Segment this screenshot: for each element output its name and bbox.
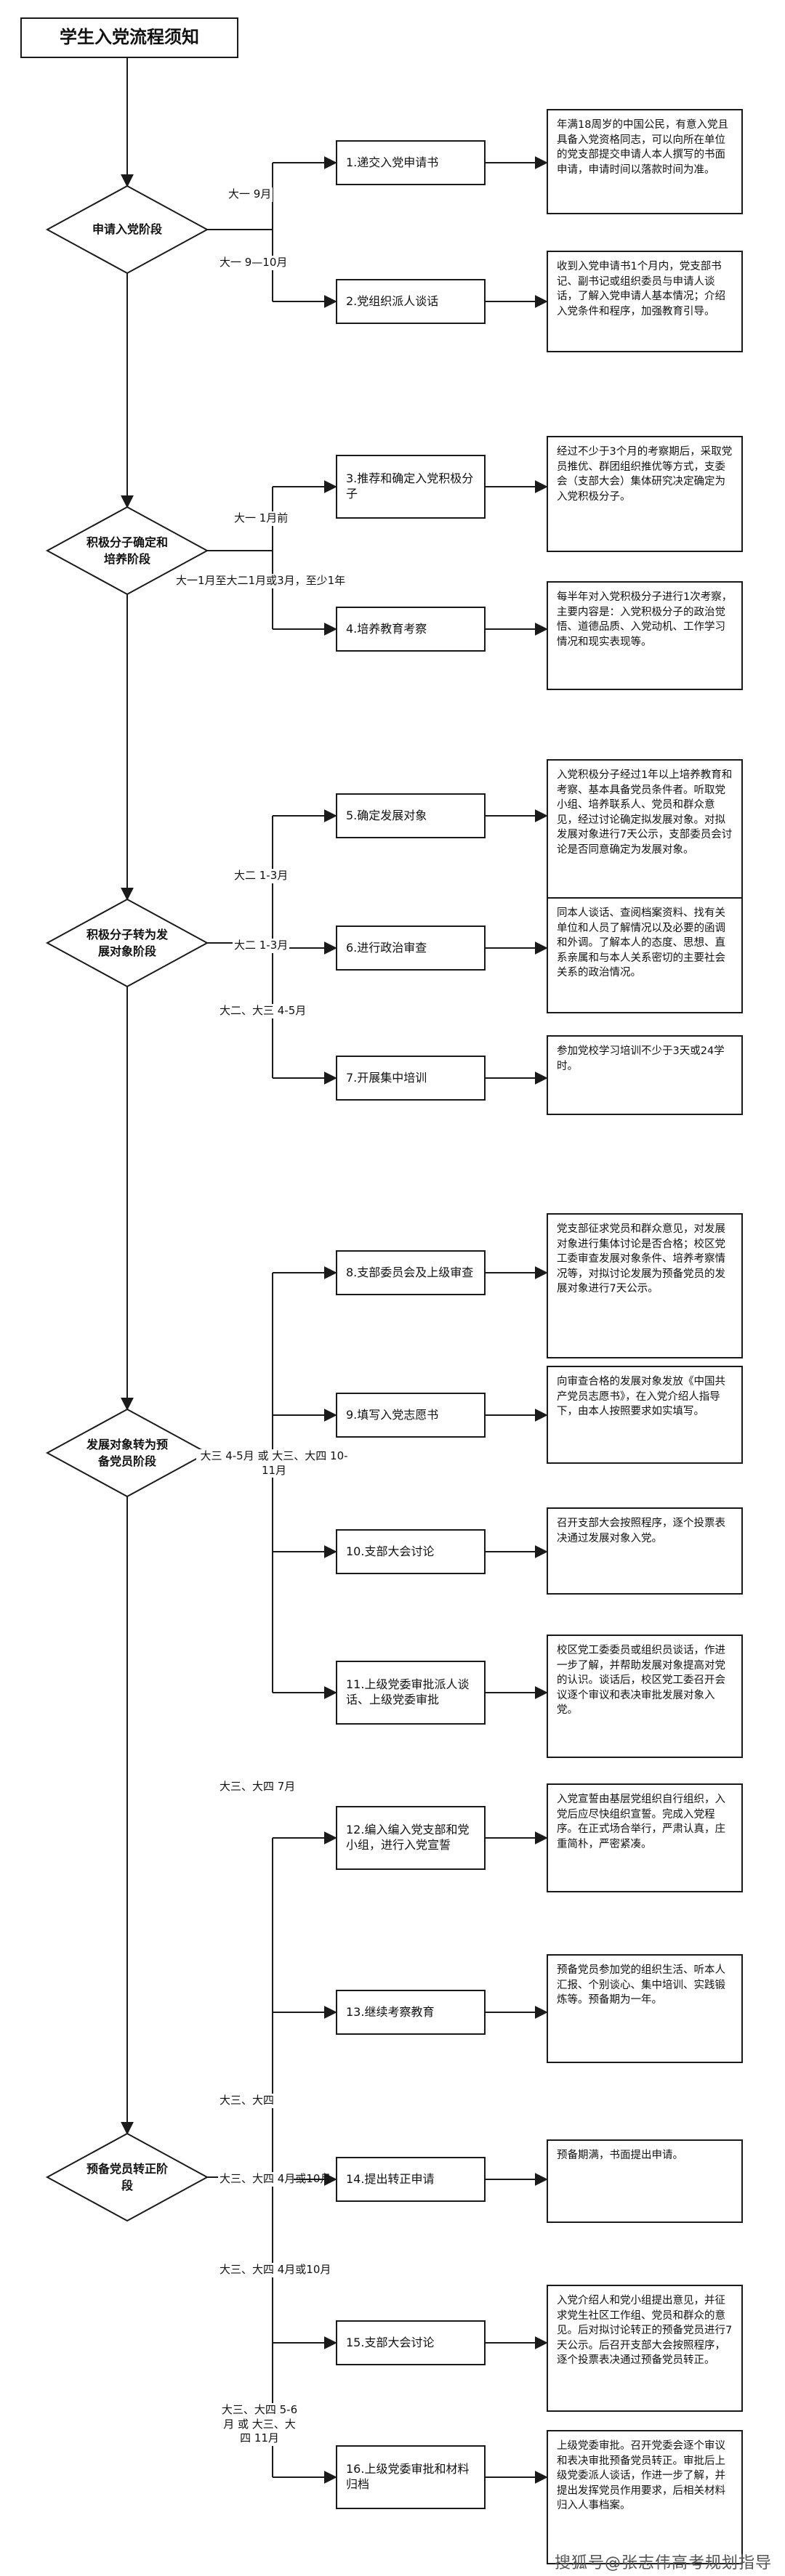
process-step-label: 11.上级党委审批派人谈话、上级党委审批 — [346, 1677, 470, 1706]
process-step-label: 10.支部大会讨论 — [346, 1544, 435, 1558]
process-step-label: 16.上级党委审批和材料归档 — [346, 2462, 470, 2491]
process-step-label: 7.开展集中培训 — [346, 1070, 427, 1085]
step-description: 向审查合格的发展对象发放《中国共产党员志愿书》，在入党介绍人指导下，由本人按照要… — [547, 1366, 743, 1464]
stage-diamond — [45, 185, 209, 275]
stage-label: 积极分子确定和培养阶段 — [47, 507, 207, 594]
process-step-label: 3.推荐和确定入党积极分子 — [346, 471, 474, 501]
step-description: 入党介绍人和党小组提出意见，并征求党生社区工作组、党员和群众的意见。后对拟讨论转… — [547, 2285, 743, 2412]
step-description: 参加党校学习培训不少于3天或24学时。 — [547, 1035, 743, 1115]
stage-diamond — [45, 506, 209, 596]
stage-label: 预备党员转正阶段 — [47, 2134, 207, 2221]
process-step: 4.培养教育考察 — [336, 607, 486, 652]
process-step: 6.进行政治审查 — [336, 926, 486, 971]
process-step: 13.继续考察教育 — [336, 1990, 486, 2035]
stage-label: 发展对象转为预备党员阶段 — [47, 1409, 207, 1496]
step-description: 召开支部大会按照程序，逐个投票表决通过发展对象入党。 — [547, 1507, 743, 1595]
time-label: 大二 1-3月 — [233, 869, 290, 883]
process-step: 10.支部大会讨论 — [336, 1529, 486, 1574]
time-label: 大一 9—10月 — [218, 256, 289, 270]
process-step: 3.推荐和确定入党积极分子 — [336, 455, 486, 519]
process-step: 8.支部委员会及上级审查 — [336, 1250, 486, 1295]
stage-label-text: 积极分子确定和培养阶段 — [86, 535, 168, 566]
step-description: 上级党委审批。召开党委会逐个审议和表决审批预备党员转正。审批后上级党委派人谈话，… — [547, 2430, 743, 2564]
step-description: 收到入党申请书1个月内，党支部书记、副书记或组织委员与申请人谈话，了解入党申请人… — [547, 251, 743, 352]
stage-label-text: 申请入党阶段 — [92, 222, 162, 237]
watermark-text: 搜狐号@张志伟高考规划指导 — [554, 2554, 772, 2572]
process-step-label: 2.党组织派人谈话 — [346, 293, 439, 308]
process-step: 7.开展集中培训 — [336, 1056, 486, 1101]
process-step-label: 15.支部大会讨论 — [346, 2335, 435, 2349]
process-step-label: 14.提出转正申请 — [346, 2171, 435, 2186]
step-description: 预备期满，书面提出申请。 — [547, 2139, 743, 2223]
process-step: 5.确定发展对象 — [336, 793, 486, 838]
time-label: 大三 4-5月 或 大三、大四 10-11月 — [196, 1449, 352, 1478]
stage-diamond — [45, 898, 209, 988]
process-step: 11.上级党委审批派人谈话、上级党委审批 — [336, 1661, 486, 1725]
stage-label: 积极分子转为发展对象阶段 — [47, 899, 207, 987]
process-step-label: 8.支部委员会及上级审查 — [346, 1265, 474, 1279]
time-label: 大二、大三 4-5月 — [218, 1004, 308, 1018]
time-label: 大二 1-3月 — [233, 939, 290, 953]
time-label: 大三、大四 4月或10月 — [218, 2172, 331, 2187]
time-label: 大一 9月 — [227, 187, 273, 202]
process-step: 15.支部大会讨论 — [336, 2320, 486, 2365]
stage-label-text: 发展对象转为预备党员阶段 — [86, 1437, 168, 1468]
step-description: 预备党员参加党的组织生活、听本人汇报、个别谈心、集中培训、实践锻炼等。预备期为一… — [547, 1954, 743, 2063]
page-title: 学生入党流程须知 — [20, 17, 238, 58]
stage-label: 申请入党阶段 — [47, 186, 207, 273]
time-label: 大三、大四 5-6月 或 大三、大四 11月 — [218, 2403, 301, 2446]
step-description: 党支部征求党员和群众意见，对发展对象进行集体讨论是否合格；校区党工委审查发展对象… — [547, 1213, 743, 1358]
time-label: 大一 1月前 — [233, 511, 290, 526]
process-step-label: 13.继续考察教育 — [346, 2004, 435, 2019]
stage-diamond — [45, 1408, 209, 1498]
process-step: 9.填写入党志愿书 — [336, 1393, 486, 1438]
time-label: 大三、大四 — [218, 2094, 276, 2108]
time-label: 大三、大四 7月 — [218, 1780, 297, 1794]
process-step: 16.上级党委审批和材料归档 — [336, 2445, 486, 2509]
step-description: 校区党工委委员或组织员谈话，作进一步了解，并帮助发展对象提高对党的认识。谈话后，… — [547, 1635, 743, 1758]
process-step: 14.提出转正申请 — [336, 2157, 486, 2202]
step-description: 经过不少于3个月的考察期后，采取党员推优、群团组织推优等方式，支委会（支部大会）… — [547, 436, 743, 552]
process-step-label: 6.进行政治审查 — [346, 940, 427, 955]
process-step: 12.编入编入党支部和党小组，进行入党宣誓 — [336, 1806, 486, 1870]
process-step-label: 12.编入编入党支部和党小组，进行入党宣誓 — [346, 1823, 470, 1852]
time-label: 大三、大四 4月或10月 — [218, 2263, 331, 2277]
process-step: 1.递交入党申请书 — [336, 140, 486, 185]
process-step-label: 1.递交入党申请书 — [346, 155, 439, 169]
step-description: 入党宣誓由基层党组织自行组织，入党后应尽快组织宣誓。完成入党程序。在正式场合举行… — [547, 1783, 743, 1892]
step-description: 同本人谈话、查阅档案资料、找有关单位和人员了解情况以及必要的函调和外调。了解本人… — [547, 897, 743, 1013]
step-description: 入党积极分子经过1年以上培养教育和考察、基本具备党员条件者。听取党小组、培养联系… — [547, 759, 743, 919]
time-label: 大一1月至大二1月或3月，至少1年 — [174, 574, 347, 588]
stage-label-text: 积极分子转为发展对象阶段 — [86, 927, 168, 958]
stage-label-text: 预备党员转正阶段 — [86, 2161, 168, 2192]
stage-diamond — [45, 2132, 209, 2222]
step-description: 每半年对入党积极分子进行1次考察，主要内容是：入党积极分子的政治觉悟、道德品质、… — [547, 581, 743, 690]
step-description: 年满18周岁的中国公民，有意入党且具备入党资格同志，可以向所在单位的党支部提交申… — [547, 109, 743, 214]
process-step-label: 4.培养教育考察 — [346, 621, 427, 636]
process-step: 2.党组织派人谈话 — [336, 279, 486, 324]
process-step-label: 5.确定发展对象 — [346, 808, 427, 822]
process-step-label: 9.填写入党志愿书 — [346, 1407, 439, 1422]
